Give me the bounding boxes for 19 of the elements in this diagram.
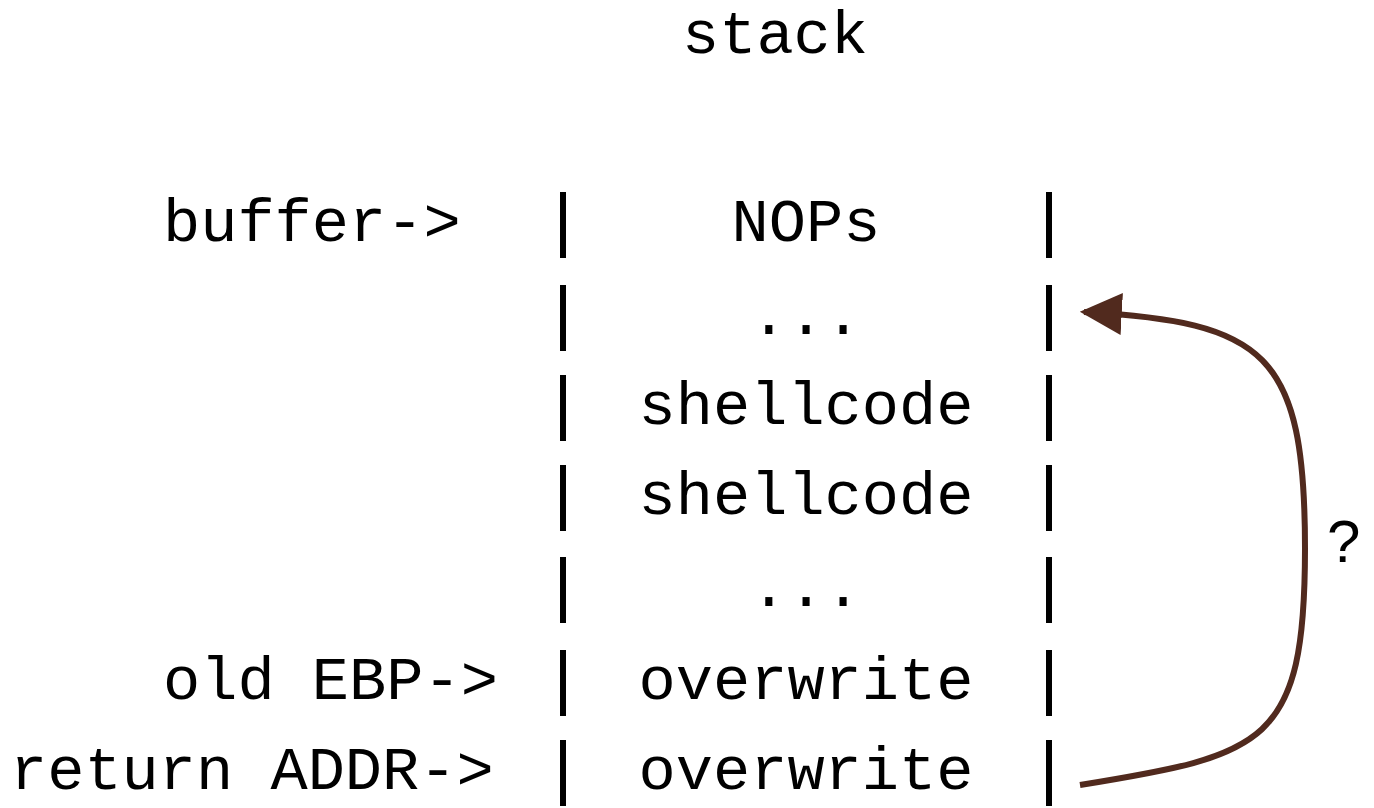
cell-text: NOPs — [731, 192, 881, 258]
stack-cell — [560, 465, 1052, 531]
stack-cell — [560, 285, 1052, 351]
stack-cell — [560, 375, 1052, 441]
stack-cell — [560, 650, 1052, 716]
cell-text: overwrite — [638, 740, 974, 806]
stack-cell — [560, 557, 1052, 623]
title: stack — [681, 2, 869, 72]
cell-text: shellcode — [638, 465, 974, 531]
pointer-label: buffer-> — [163, 190, 461, 260]
cell-text: overwrite — [638, 650, 974, 716]
pointer-label: old EBP-> — [163, 648, 498, 718]
cell-text: ... — [750, 285, 862, 351]
curved-arrow — [1079, 293, 1308, 788]
stack-cell — [560, 740, 1052, 806]
cell-text: shellcode — [638, 375, 974, 441]
stack-cell — [560, 192, 1052, 258]
cell-text: ... — [750, 557, 862, 623]
pointer-label: return ADDR-> — [10, 738, 494, 808]
